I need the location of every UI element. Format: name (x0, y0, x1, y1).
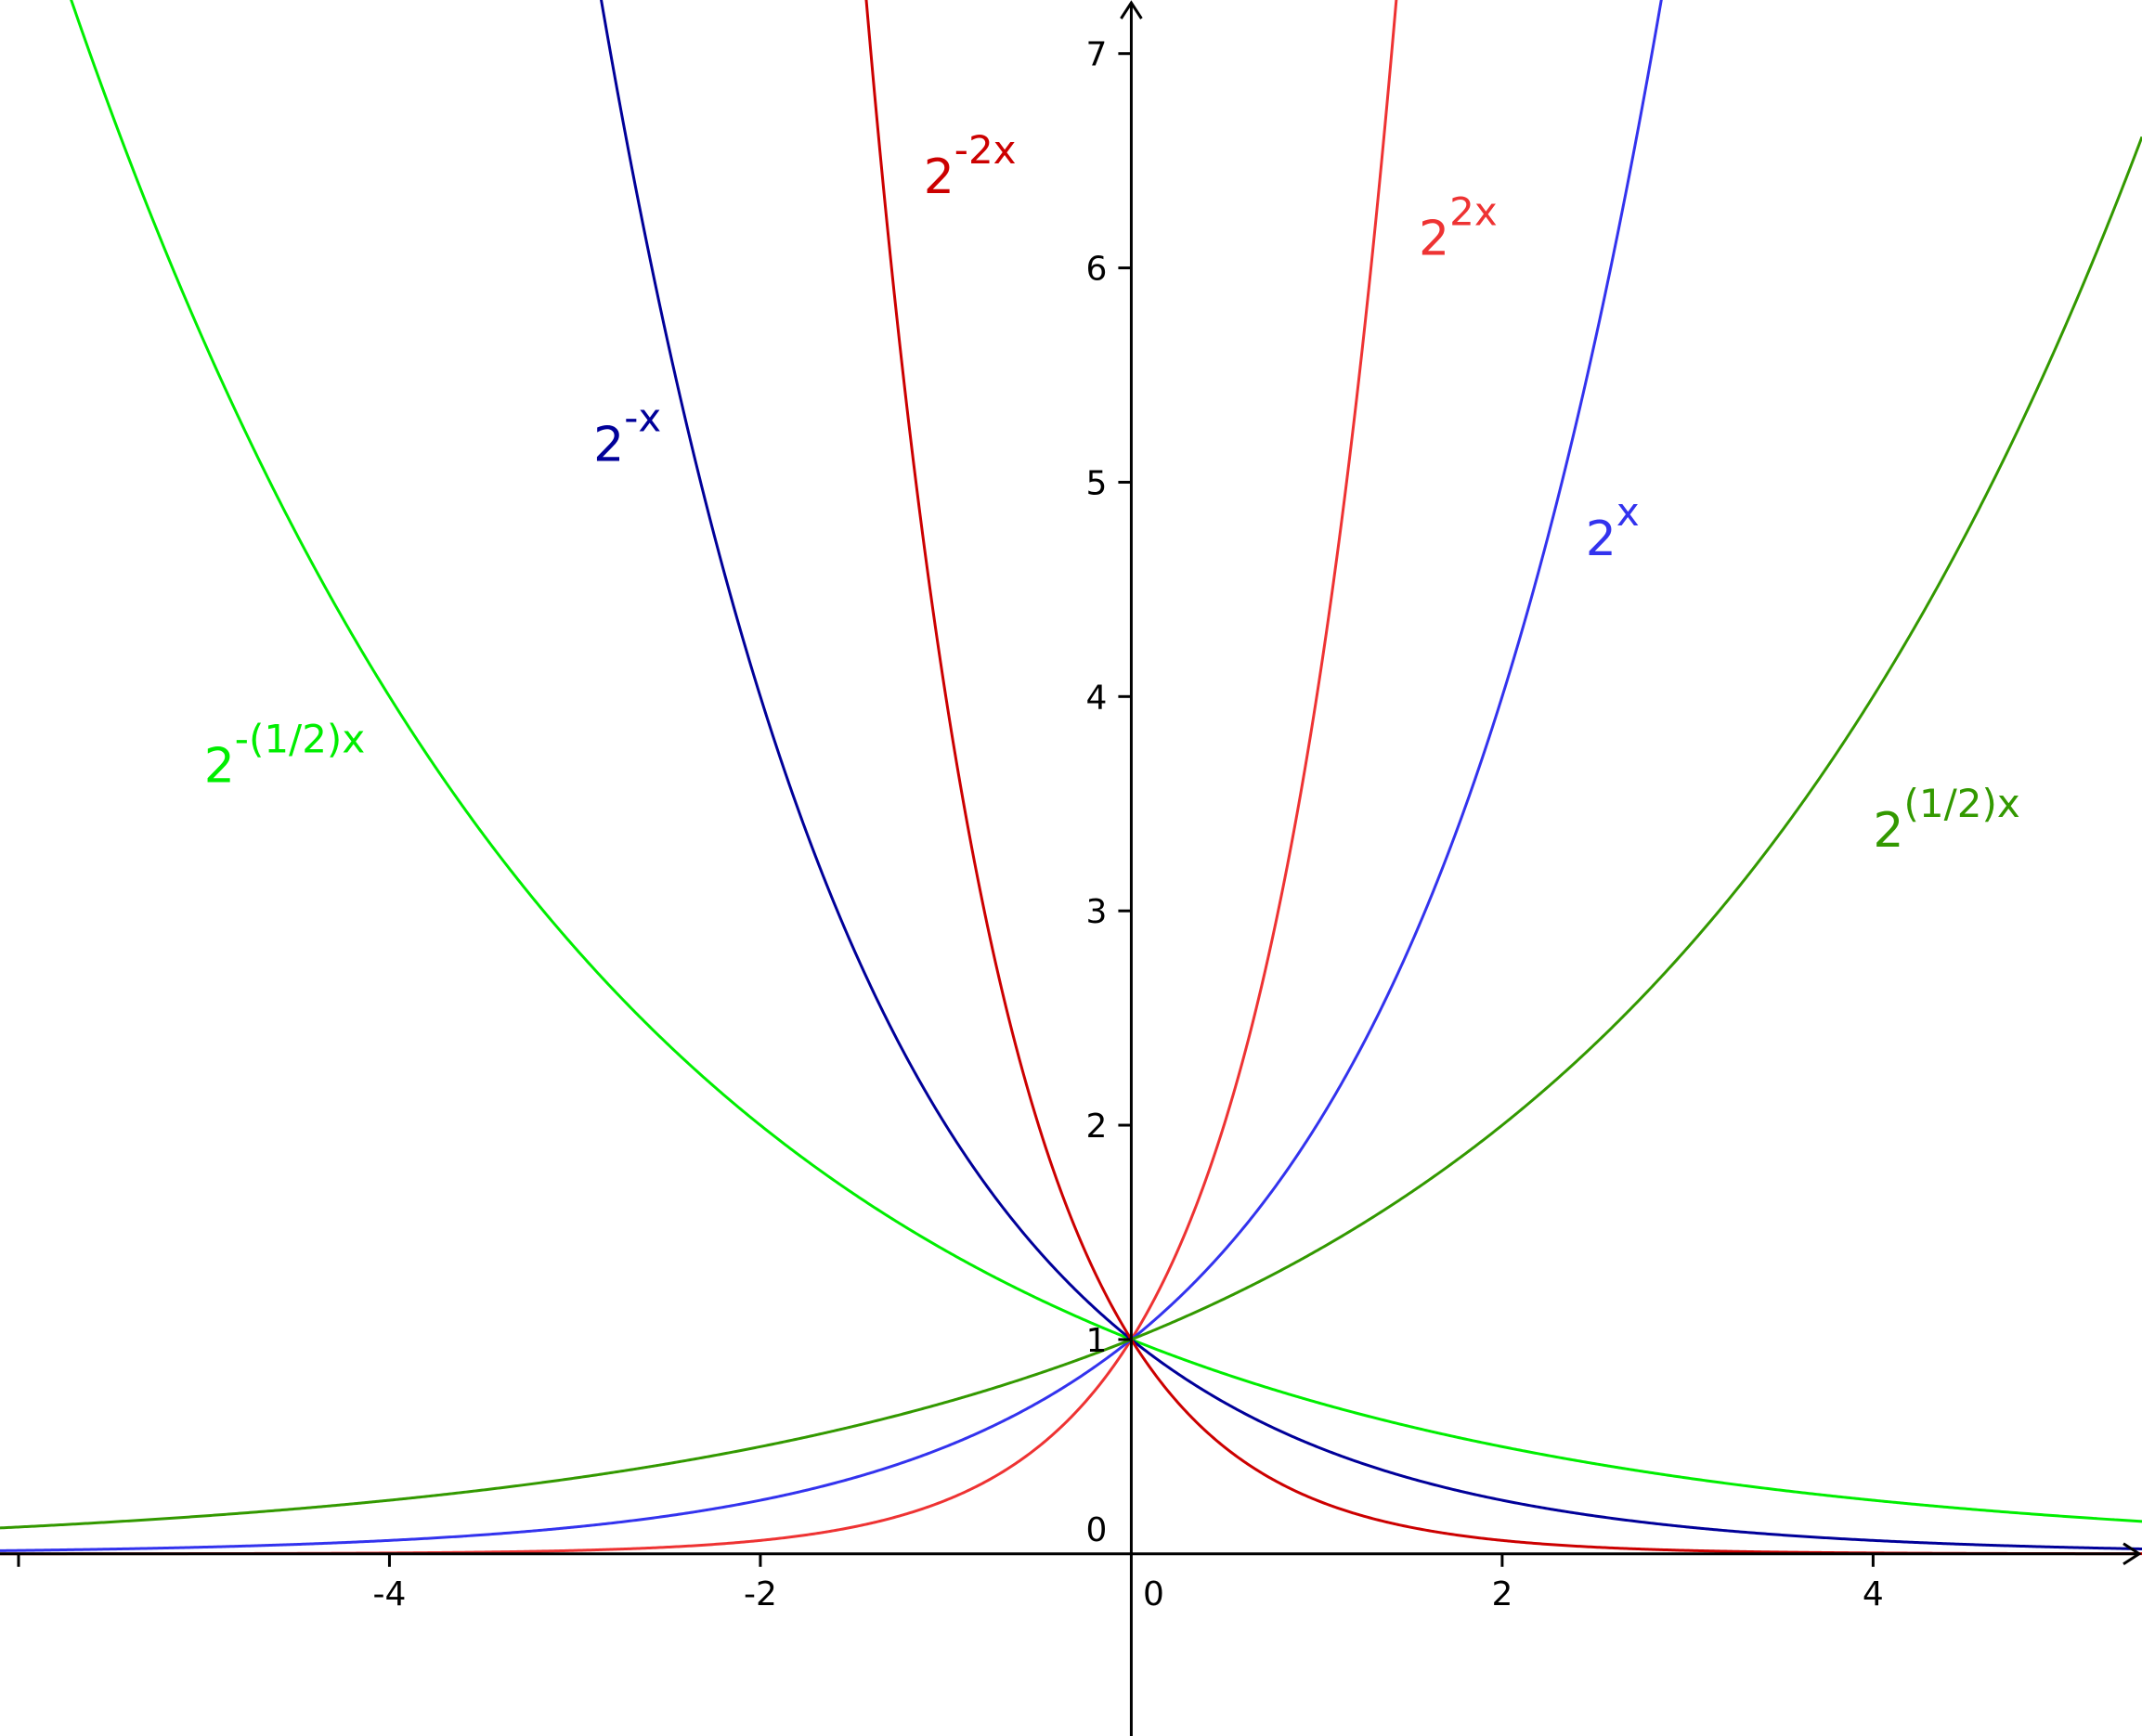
y-tick-label: 2 (1086, 1108, 1108, 1146)
y-tick-label: 4 (1086, 679, 1108, 717)
y-tick-label: 5 (1086, 464, 1108, 502)
curve-label-base: 2 (1873, 803, 1903, 859)
curve-label-exponent: -2x (954, 127, 1017, 173)
curve-label-neg-two: 2-2x (924, 127, 1017, 205)
curve-label-neg-half: 2-(1/2)x (204, 717, 365, 795)
curve-label-neg-one: 2-x (593, 395, 661, 473)
curve-label-exponent: x (1616, 489, 1640, 535)
y-tick-label: 3 (1086, 893, 1108, 931)
curve-label-base: 2 (593, 417, 624, 473)
x-tick-label: -2 (744, 1575, 777, 1613)
curve-label-pos-half: 2(1/2)x (1873, 781, 2019, 859)
curve-neg-half (70, 0, 2142, 1523)
curve-label-exponent: -(1/2)x (235, 717, 365, 762)
curve-label-base: 2 (924, 149, 954, 205)
y-tick-label: 6 (1086, 251, 1108, 289)
curve-label-base: 2 (1419, 212, 1449, 267)
x-tick-label: 4 (1863, 1575, 1884, 1613)
curve-pos-one (0, 0, 1663, 1552)
y-tick-label: 0 (1086, 1511, 1108, 1549)
curve-label-pos-two: 22x (1419, 189, 1498, 267)
curve-label-base: 2 (1586, 512, 1616, 567)
curve-label-exponent: -x (624, 395, 661, 440)
curve-label-base: 2 (204, 739, 235, 795)
curve-label-exponent: (1/2)x (1903, 781, 2019, 826)
curve-neg-one (600, 0, 2142, 1550)
x-axis-arrow (2123, 1542, 2142, 1566)
y-tick-label: 7 (1086, 36, 1108, 74)
x-tick-label: 2 (1491, 1575, 1512, 1613)
x-tick-label: -4 (373, 1575, 407, 1613)
curve-label-exponent: 2x (1449, 189, 1498, 235)
x-tick-label: 0 (1143, 1575, 1164, 1613)
curve-pos-half (0, 136, 2142, 1530)
y-tick-label: 1 (1086, 1322, 1108, 1360)
curve-label-pos-one: 2x (1586, 489, 1640, 567)
y-axis-arrow (1120, 0, 1143, 19)
